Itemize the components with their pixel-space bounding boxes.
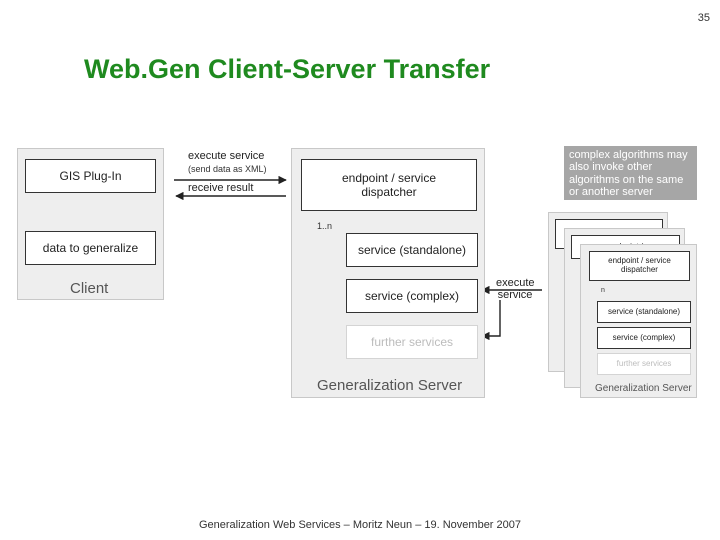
complex-algorithms-note-text: complex algorithms may also invoke other… [569, 149, 688, 198]
client-label: Client [70, 280, 109, 297]
execute-service-label: execute service [188, 150, 265, 162]
multiplicity-label: 1..n [317, 221, 333, 231]
service-complex-box: service (complex) [346, 279, 478, 313]
page-number: 35 [697, 12, 710, 24]
mini-server-front: endpoint / service dispatcher n service … [580, 244, 697, 398]
mini-further-services: further services [597, 353, 691, 375]
send-data-note: (send data as XML) [188, 164, 267, 174]
endpoint-dispatcher-box: endpoint / service dispatcher [301, 159, 477, 211]
further-services-box: further services [346, 325, 478, 359]
data-to-generalize-box: data to generalize [25, 231, 156, 265]
client-panel: GIS Plug-In data to generalize Client [17, 148, 164, 300]
complex-algorithms-note: complex algorithms may also invoke other… [564, 146, 697, 200]
service-standalone-box: service (standalone) [346, 233, 478, 267]
mini-service-complex: service (complex) [597, 327, 691, 349]
complex-return-arrow [481, 300, 501, 341]
mini-server-label: Generalization Server [595, 383, 692, 394]
server-label: Generalization Server [317, 377, 463, 394]
mini-endpoint-box: endpoint / service dispatcher [589, 251, 690, 281]
slide-title: Web.Gen Client-Server Transfer [84, 54, 491, 84]
receive-result-label: receive result [188, 182, 254, 194]
slide-footer: Generalization Web Services – Moritz Neu… [198, 519, 521, 531]
mini-service-standalone: service (standalone) [597, 301, 691, 323]
mini-multiplicity: n [601, 287, 605, 294]
server-panel: endpoint / service dispatcher 1..n servi… [291, 148, 485, 398]
complex-execute-label: execute service [496, 277, 535, 301]
gis-plugin-box: GIS Plug-In [25, 159, 156, 193]
